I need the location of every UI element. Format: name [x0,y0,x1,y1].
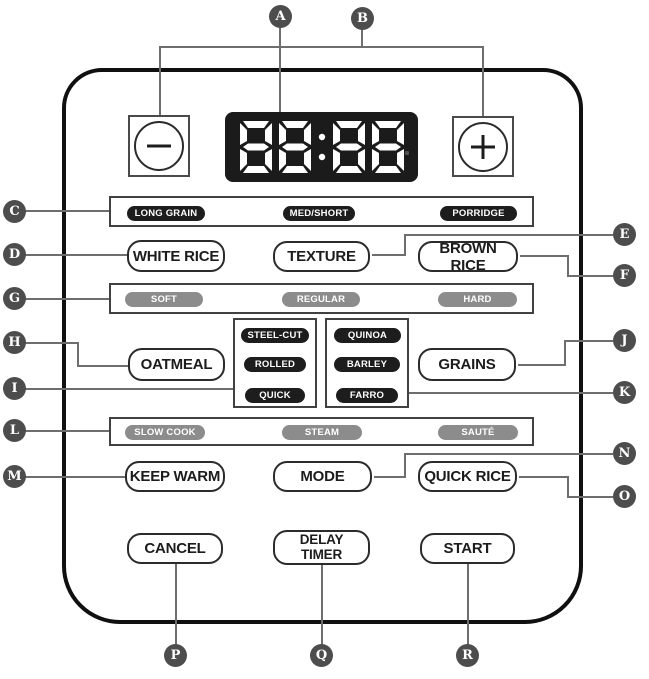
texture-button[interactable]: TEXTURE [273,241,370,272]
indicator-steam: STEAM [282,425,362,440]
grain-type-indicator-box [325,318,409,408]
display-digit [332,121,365,173]
indicator-rolled: ROLLED [244,357,306,372]
quick-rice-button[interactable]: QUICK RICE [418,461,517,492]
indicator-long-grain: LONG GRAIN [127,206,205,221]
display-digits [239,121,404,173]
display-decimal-dot [405,151,409,155]
indicator-slow-cook: SLOW COOK [125,425,205,440]
texture-level-indicator-box [109,283,534,314]
indicator-quinoa: QUINOA [334,328,401,343]
indicator-saute: SAUTÉ [438,425,518,440]
indicator-regular: REGULAR [282,292,360,307]
callout-a: A [269,5,292,28]
indicator-quick: QUICK [245,388,305,403]
oatmeal-type-indicator-box [233,318,317,408]
brown-rice-button[interactable]: BROWN RICE [418,240,518,274]
plus-button[interactable] [452,116,514,177]
cancel-button[interactable]: CANCEL [127,533,223,564]
callout-f: F [613,264,636,287]
callout-h: H [3,331,26,354]
indicator-steel-cut: STEEL-CUT [241,328,309,343]
minus-icon [134,121,184,171]
display-digit [239,121,272,173]
indicator-barley: BARLEY [334,357,400,372]
cook-mode-indicator-box [109,417,534,446]
indicator-farro: FARRO [336,388,398,403]
callout-q: Q [310,644,333,667]
callout-n: N [613,442,636,465]
callout-j: J [613,329,636,352]
oatmeal-button[interactable]: OATMEAL [128,348,225,381]
minus-button[interactable] [128,115,190,177]
start-button[interactable]: START [420,533,515,564]
indicator-porridge: PORRIDGE [440,206,517,221]
callout-m: M [3,465,26,488]
callout-i: I [3,377,26,400]
indicator-hard: HARD [438,292,517,307]
callout-p: P [164,644,187,667]
callout-k: K [613,381,636,404]
keep-warm-button[interactable]: KEEP WARM [125,461,225,492]
rice-type-indicator-box [109,196,534,227]
mode-button[interactable]: MODE [273,461,372,492]
display-digit [371,121,404,173]
callout-c: C [3,200,26,223]
delay-timer-label-line2: TIMER [301,546,342,562]
callout-g: G [3,287,26,310]
white-rice-button[interactable]: WHITE RICE [127,240,225,272]
callout-d: D [3,243,26,266]
callout-l: L [3,419,26,442]
display-digit [318,133,325,161]
indicator-med-short: MED/SHORT [283,206,355,221]
callout-r: R [456,644,479,667]
display-digit [278,121,311,173]
callout-o: O [613,485,636,508]
delay-timer-label-line1: DELAY [299,532,344,548]
indicator-soft: SOFT [125,292,203,307]
callout-b: B [351,7,374,30]
callout-e: E [613,223,636,246]
grains-button[interactable]: GRAINS [418,348,516,381]
delay-timer-button[interactable]: DELAY TIMER [273,530,370,565]
led-display [225,112,418,182]
plus-icon [458,121,508,172]
